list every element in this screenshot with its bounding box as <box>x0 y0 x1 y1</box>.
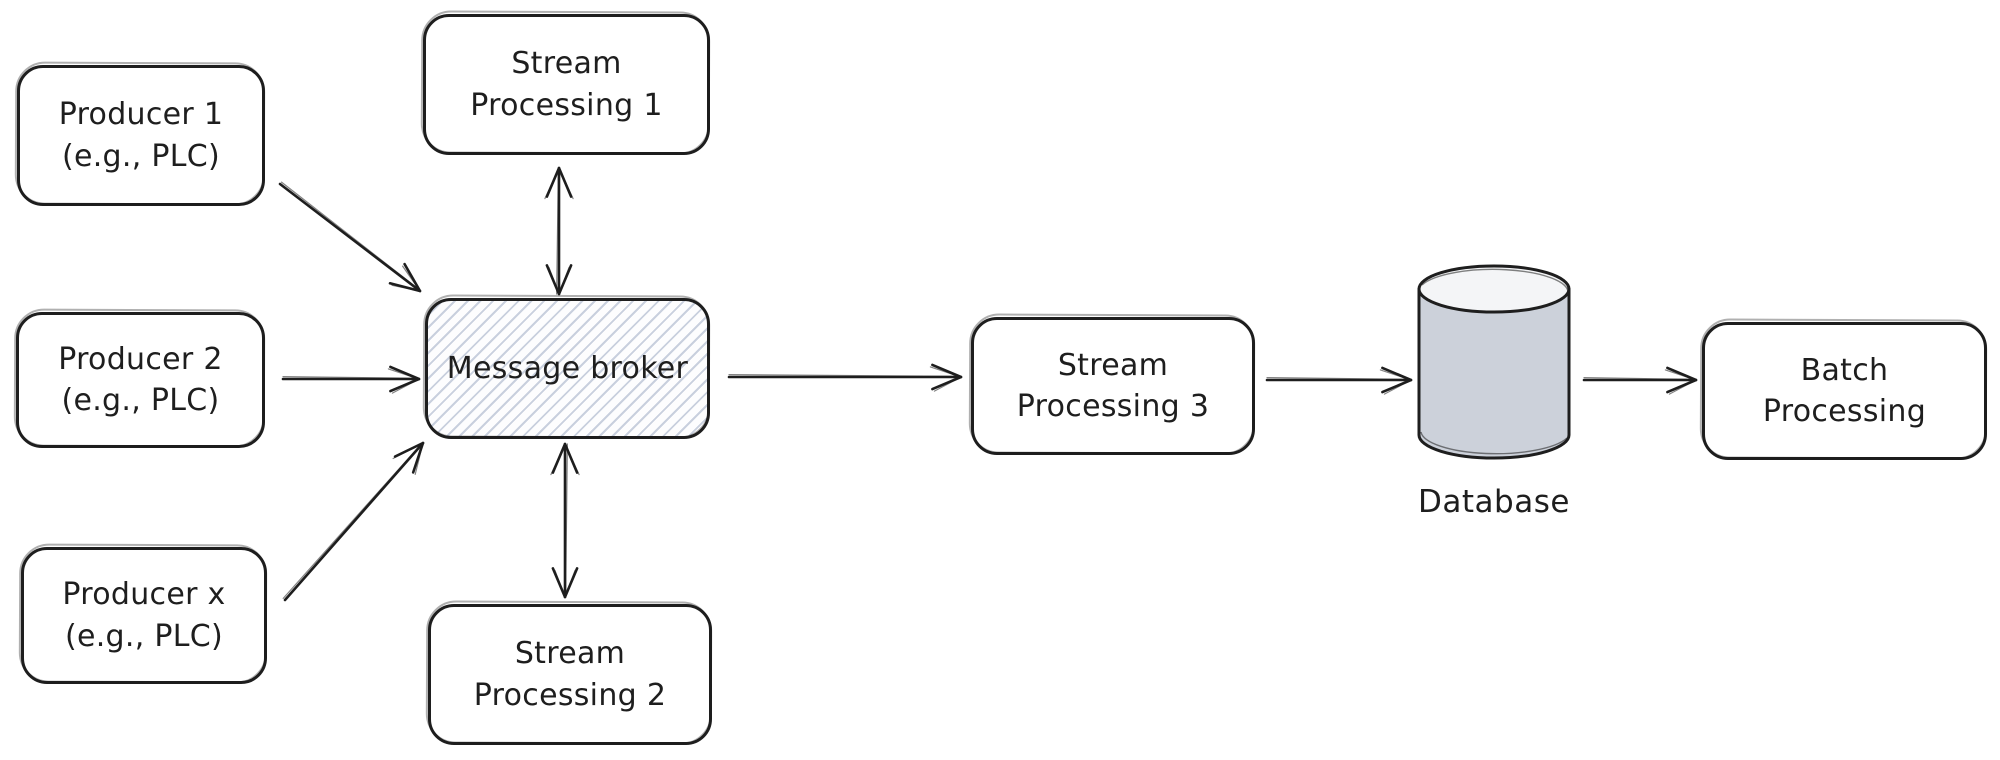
node-database[interactable]: Database <box>1394 252 1594 532</box>
node-producer-x-label: Producer x (e.g., PLC) <box>62 577 226 654</box>
node-producer-x[interactable]: Producer x (e.g., PLC) <box>21 547 267 684</box>
arrow-producer2-to-broker <box>281 365 421 394</box>
node-stream-processing-1[interactable]: Stream Processing 1 <box>423 14 710 155</box>
node-stream-processing-2[interactable]: Stream Processing 2 <box>428 604 712 745</box>
arrow-sp3-to-database <box>1265 366 1413 395</box>
arrow-producer1-to-broker <box>278 181 422 293</box>
node-producer-1[interactable]: Producer 1 (e.g., PLC) <box>17 65 265 206</box>
node-database-label: Database <box>1418 484 1570 520</box>
node-producer-2-label: Producer 2 (e.g., PLC) <box>58 341 223 418</box>
node-batch-processing-label: Batch Processing <box>1762 352 1927 429</box>
arrow-broker-to-sp1 <box>544 166 574 296</box>
database-cylinder-icon <box>1417 264 1571 460</box>
arrow-producerx-to-broker <box>282 441 425 602</box>
node-message-broker-label: Message broker <box>446 350 689 386</box>
node-producer-1-label: Producer 1 (e.g., PLC) <box>58 97 224 174</box>
node-stream-processing-3[interactable]: Stream Processing 3 <box>971 317 1255 455</box>
node-stream-processing-2-label: Stream Processing 2 <box>473 636 667 713</box>
arrow-broker-to-sp2 <box>550 442 580 599</box>
arrow-broker-to-sp3 <box>727 363 963 392</box>
node-message-broker[interactable]: Message broker <box>425 298 710 439</box>
node-batch-processing[interactable]: Batch Processing <box>1702 322 1987 460</box>
node-stream-processing-3-label: Stream Processing 3 <box>1016 347 1210 424</box>
node-stream-processing-1-label: Stream Processing 1 <box>470 46 663 123</box>
node-producer-2[interactable]: Producer 2 (e.g., PLC) <box>16 312 265 448</box>
arrow-database-to-batch <box>1582 366 1698 395</box>
